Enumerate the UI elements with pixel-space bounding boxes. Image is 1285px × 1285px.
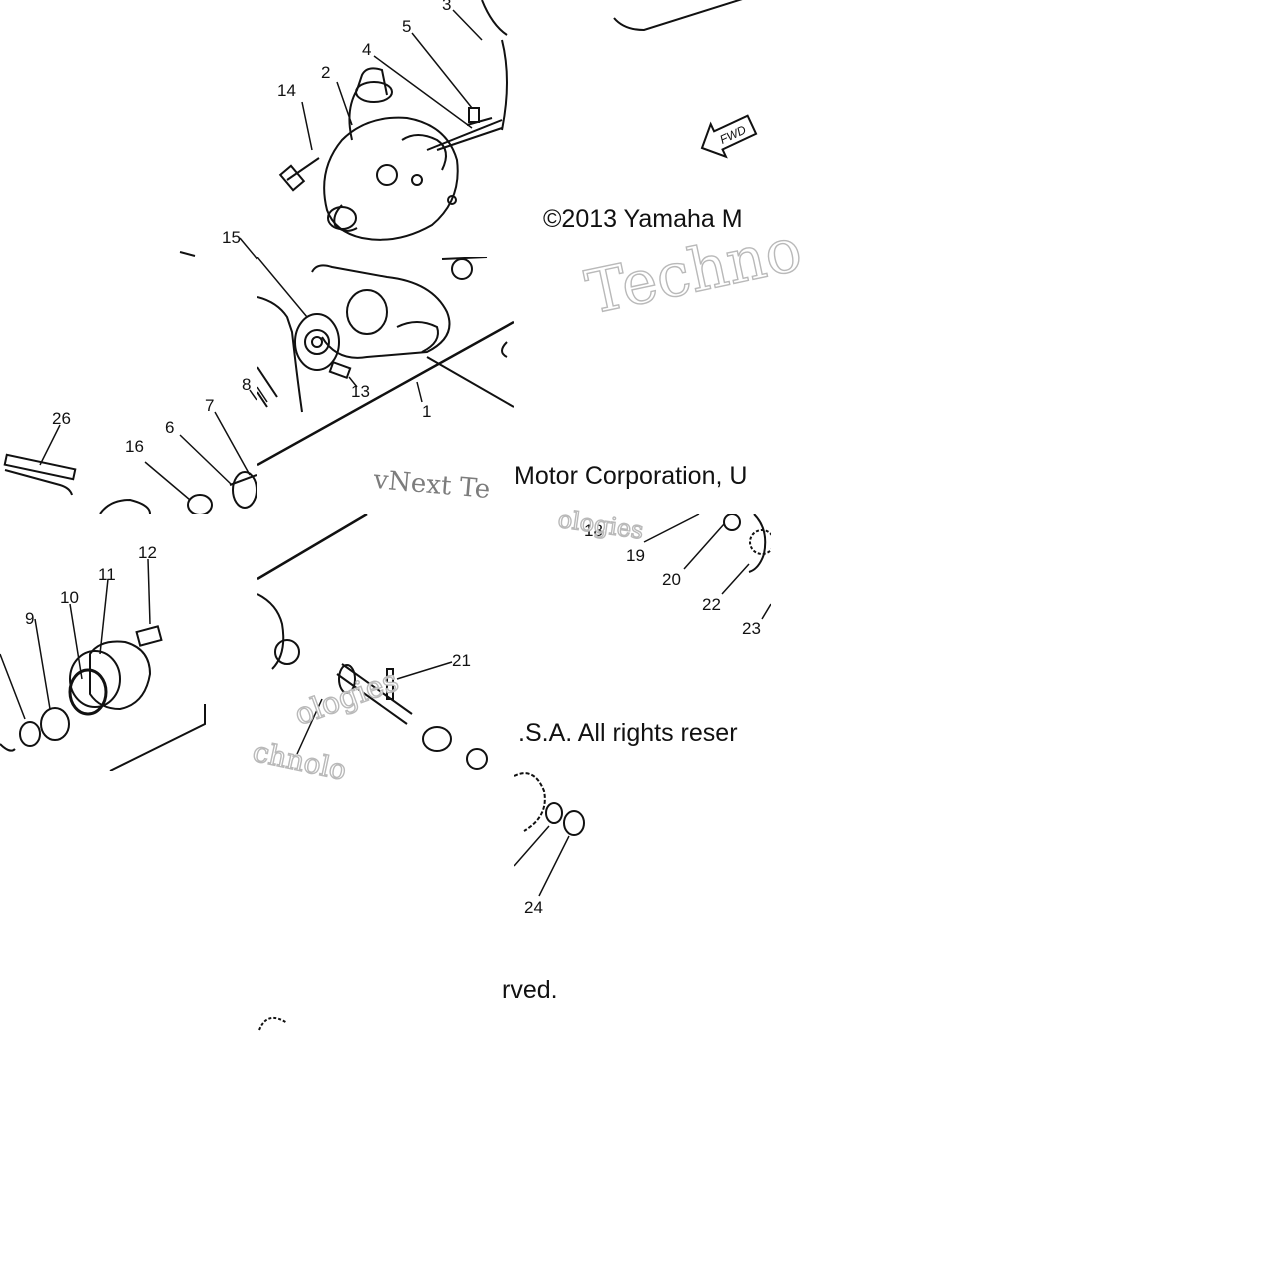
fwd-arrow-drawing: FWD <box>613 0 758 159</box>
callout-26: 26 <box>52 409 71 428</box>
callout-4: 4 <box>362 40 371 59</box>
diagram-tile-left-low: 9 10 11 12 <box>0 514 257 771</box>
diagram-tile-center: 13 1 <box>257 257 514 514</box>
callout-14: 14 <box>277 81 296 100</box>
callout-2: 2 <box>321 63 330 82</box>
crankcase-drawing: 13 1 <box>257 257 514 467</box>
callout-8: 8 <box>242 375 251 394</box>
callout-5: 5 <box>402 17 411 36</box>
gear-parts-drawing: 15 8 26 16 6 7 <box>3 228 257 514</box>
callout-22: 22 <box>702 595 721 614</box>
shaft-drawing: 21 <box>257 514 488 770</box>
callout-24: 24 <box>524 898 543 917</box>
callout-3: 3 <box>442 0 451 14</box>
callout-13: 13 <box>351 382 370 401</box>
callout-12: 12 <box>138 543 157 562</box>
callout-23: 23 <box>742 619 761 638</box>
callout-1: 1 <box>422 402 431 421</box>
callout-15: 15 <box>222 228 241 247</box>
callout-20: 20 <box>662 570 681 589</box>
callout-21: 21 <box>452 651 471 670</box>
bearing-housing-drawing: 9 10 11 12 <box>0 543 206 771</box>
copyright-line-3: .S.A. All rights reser <box>518 719 738 747</box>
diagram-tile-gears: 18 19 20 22 23 <box>514 514 771 654</box>
copyright-line-1: ©2013 Yamaha M <box>543 205 743 233</box>
callout-6: 6 <box>165 418 174 437</box>
callout-19: 19 <box>626 546 645 565</box>
callout-16: 16 <box>125 437 144 456</box>
gear-train-drawing: 18 19 20 22 23 <box>584 514 771 638</box>
callout-18: 18 <box>584 521 603 540</box>
callout-11: 11 <box>98 565 116 584</box>
diagram-tile-left-mid: 15 8 26 16 6 7 <box>0 200 257 514</box>
diagram-tile-fragment <box>257 1005 297 1035</box>
sprocket-drawing: 24 <box>514 772 585 917</box>
copyright-line-4: rved. <box>502 976 558 1004</box>
pump-cover-drawing: 14 2 4 5 3 <box>277 0 508 241</box>
callout-10: 10 <box>60 588 79 607</box>
diagram-tile-sprocket: 24 <box>514 771 771 921</box>
gear-fragment-drawing <box>258 1016 288 1031</box>
copyright-line-2: Motor Corporation, U <box>514 462 748 490</box>
diagram-tile-top: 14 2 4 5 3 <box>257 0 514 257</box>
diagram-tile-fwd: FWD <box>514 0 771 200</box>
callout-9: 9 <box>25 609 34 628</box>
callout-7: 7 <box>205 396 214 415</box>
diagram-tile-shaft: 21 <box>257 514 514 771</box>
